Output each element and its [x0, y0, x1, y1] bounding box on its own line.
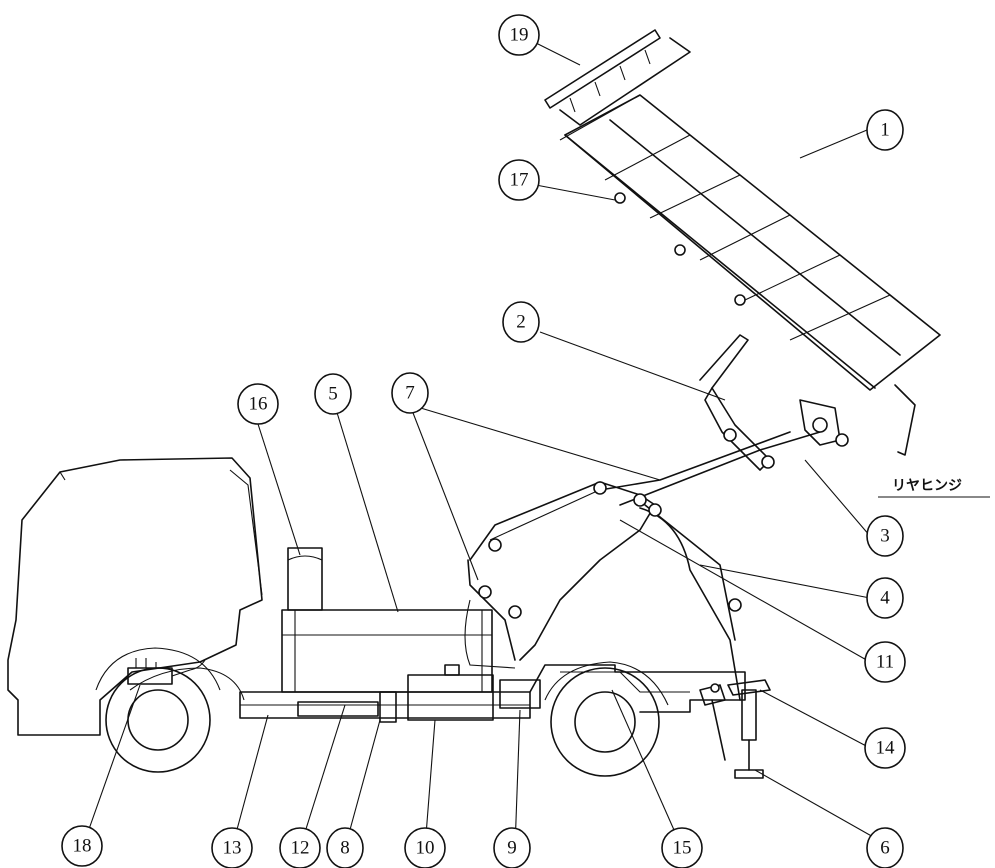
svg-text:4: 4: [880, 588, 890, 609]
svg-text:5: 5: [328, 384, 338, 405]
callout-14: 14: [864, 727, 906, 769]
svg-text:18: 18: [73, 836, 92, 857]
rear-hinge-label: リヤヒンジ: [892, 478, 962, 494]
callout-12: 12: [279, 827, 321, 868]
svg-text:6: 6: [880, 838, 890, 859]
hydraulic-pump-unit: [297, 664, 541, 723]
callout-17: 17: [498, 159, 540, 201]
callout-10: 10: [404, 827, 446, 868]
dump-body: [559, 94, 941, 456]
callout-4: 4: [866, 577, 904, 619]
svg-text:10: 10: [416, 838, 435, 859]
callout-16: 16: [237, 383, 279, 425]
svg-text:12: 12: [291, 838, 310, 859]
callout-3: 3: [866, 515, 904, 557]
svg-text:1: 1: [880, 120, 890, 141]
callout-6: 6: [866, 827, 904, 868]
svg-text:9: 9: [507, 838, 517, 859]
leader-lines: [82, 34, 990, 849]
rear-wheel: [544, 661, 669, 777]
callout-9: 9: [493, 827, 531, 868]
lift-cylinder: [699, 334, 775, 471]
svg-text:2: 2: [516, 312, 526, 333]
svg-text:3: 3: [880, 526, 890, 547]
svg-text:17: 17: [510, 170, 529, 191]
svg-text:16: 16: [249, 394, 268, 415]
top-ladder: [544, 29, 691, 126]
callout-13: 13: [211, 827, 253, 868]
callout-5: 5: [314, 373, 352, 415]
svg-text:8: 8: [340, 838, 350, 859]
svg-text:14: 14: [876, 738, 896, 759]
svg-text:19: 19: [510, 25, 529, 46]
callout-7: 7: [391, 372, 429, 414]
lift-arm-linkage: [464, 431, 821, 701]
callout-1: 1: [866, 109, 904, 151]
truck-cab: [7, 457, 263, 736]
svg-text:7: 7: [405, 383, 415, 404]
callout-15: 15: [661, 827, 703, 868]
exhaust-stack: [287, 547, 323, 611]
callout-2: 2: [502, 301, 540, 343]
front-wheel: [95, 647, 221, 773]
callout-19: 19: [498, 14, 540, 56]
svg-text:15: 15: [673, 838, 692, 859]
rear-jack: [699, 679, 771, 779]
svg-text:11: 11: [876, 652, 894, 673]
callout-11: 11: [864, 641, 906, 683]
svg-text:13: 13: [223, 838, 242, 859]
callout-8: 8: [326, 827, 364, 868]
callout-18: 18: [61, 825, 103, 867]
control-box: [127, 658, 206, 685]
